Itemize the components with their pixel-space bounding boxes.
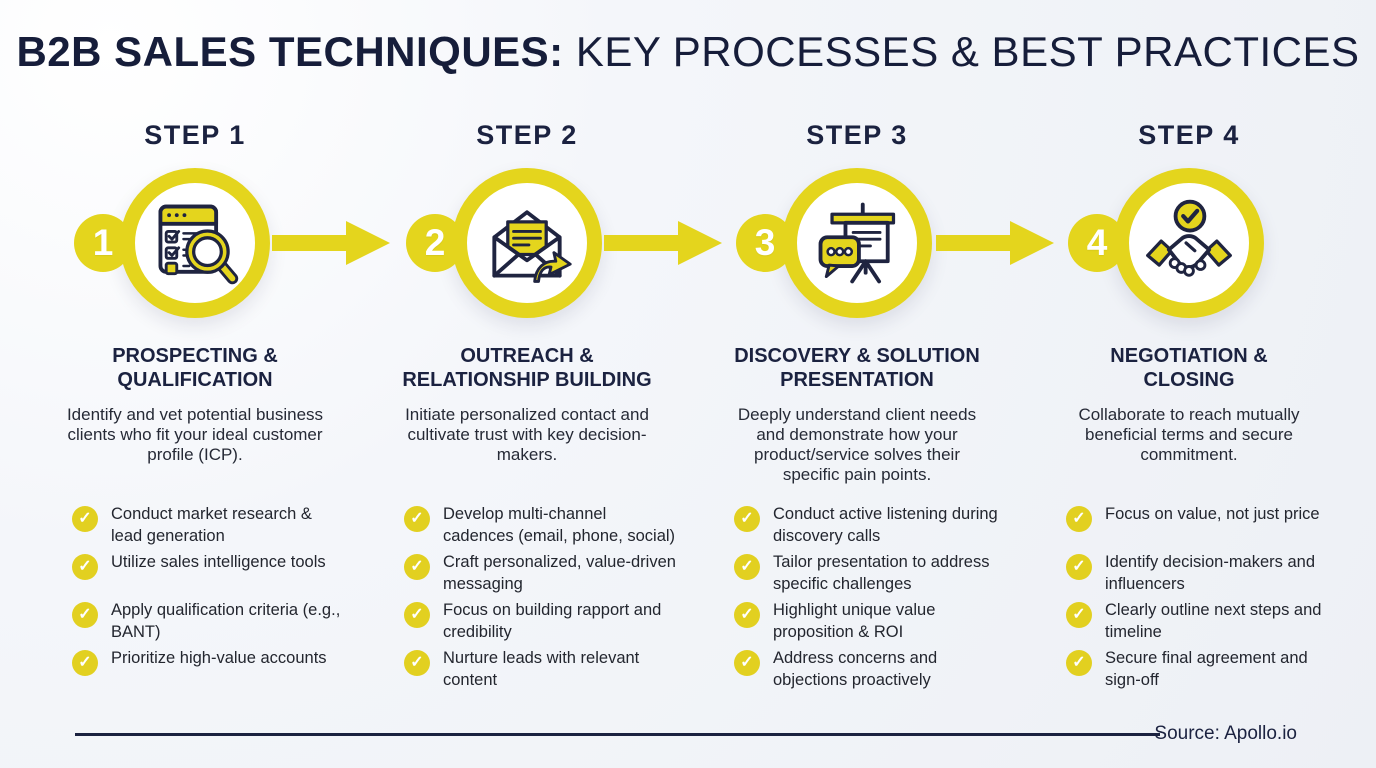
step-label: STEP 4	[1138, 120, 1240, 150]
list-item: ✓ Secure final agreement and sign-off	[1066, 647, 1342, 695]
step-number-badge: 4	[1068, 214, 1126, 272]
arrow-right-icon	[604, 221, 722, 265]
bullet-text: Focus on building rapport and credibilit…	[443, 601, 662, 641]
check-bullet-icon: ✓	[404, 650, 430, 676]
check-bullet-icon: ✓	[734, 554, 760, 580]
list-item: ✓ Nurture leads with relevant content	[404, 647, 680, 695]
step-description: Deeply understand client needs and demon…	[737, 405, 977, 484]
check-bullet-icon: ✓	[734, 506, 760, 532]
handshake-icon	[1141, 195, 1237, 291]
bullet-text: Apply qualification criteria (e.g., BANT…	[111, 601, 341, 641]
arrow-right-icon	[936, 221, 1054, 265]
bullet-list: ✓ Develop multi-channel cadences (email,…	[404, 503, 680, 695]
check-bullet-icon: ✓	[1066, 506, 1092, 532]
check-bullet-icon: ✓	[72, 506, 98, 532]
page-title-emphasis: B2B SALES TECHNIQUES:	[16, 28, 564, 75]
step-circle	[1114, 168, 1264, 318]
list-item: ✓ Focus on value, not just price	[1066, 503, 1342, 551]
step-title: DISCOVERY & SOLUTION PRESENTATION	[702, 344, 1012, 392]
check-bullet-icon: ✓	[404, 602, 430, 628]
bullet-text: Prioritize high-value accounts	[111, 649, 327, 667]
step-description: Collaborate to reach mutually beneficial…	[1078, 405, 1300, 464]
step-circle	[782, 168, 932, 318]
step-label: STEP 1	[144, 120, 246, 150]
step-title-line2: CLOSING	[1143, 369, 1235, 391]
list-item: ✓ Conduct active listening during discov…	[734, 503, 1010, 551]
check-bullet-icon: ✓	[1066, 554, 1092, 580]
footer-divider	[75, 733, 1160, 736]
step-title-line2: QUALIFICATION	[117, 369, 273, 391]
step-number-badge: 3	[736, 214, 794, 272]
step-title: PROSPECTING & QUALIFICATION	[40, 344, 350, 392]
bullet-text: Clearly outline next steps and timeline	[1105, 601, 1322, 641]
step-number-badge: 1	[74, 214, 132, 272]
list-item: ✓ Utilize sales intelligence tools	[72, 551, 348, 599]
bullet-text: Develop multi-channel cadences (email, p…	[443, 505, 676, 545]
check-bullet-icon: ✓	[404, 506, 430, 532]
page-title: B2B SALES TECHNIQUES: KEY PROCESSES & BE…	[0, 28, 1376, 76]
step-label: STEP 3	[806, 120, 908, 150]
step-title-line1: PROSPECTING &	[112, 345, 278, 367]
presentation-icon	[809, 195, 905, 291]
step-title-line2: PRESENTATION	[780, 369, 934, 391]
bullet-text: Focus on value, not just price	[1105, 505, 1320, 523]
check-bullet-icon: ✓	[734, 602, 760, 628]
source-credit: Source: Apollo.io	[1154, 723, 1297, 744]
arrow-right-icon	[272, 221, 390, 265]
list-item: ✓ Apply qualification criteria (e.g., BA…	[72, 599, 348, 647]
step-column-3: STEP 3 3 DISCOVERY & SOLUTION	[702, 0, 1012, 768]
bullet-text: Craft personalized, value-driven messagi…	[443, 553, 676, 593]
check-bullet-icon: ✓	[404, 554, 430, 580]
bullet-text: Secure final agreement and sign-off	[1105, 649, 1308, 689]
list-item: ✓ Highlight unique value proposition & R…	[734, 599, 1010, 647]
step-label: STEP 2	[476, 120, 578, 150]
list-item: ✓ Develop multi-channel cadences (email,…	[404, 503, 680, 551]
step-circle	[452, 168, 602, 318]
check-bullet-icon: ✓	[734, 650, 760, 676]
step-column-1: STEP 1 1	[40, 0, 350, 768]
step-title-line2: RELATIONSHIP BUILDING	[402, 369, 652, 391]
bullet-text: Utilize sales intelligence tools	[111, 553, 326, 571]
list-item: ✓ Identify decision-makers and influence…	[1066, 551, 1342, 599]
list-item: ✓ Prioritize high-value accounts	[72, 647, 348, 695]
list-item: ✓ Clearly outline next steps and timelin…	[1066, 599, 1342, 647]
step-description: Identify and vet potential business clie…	[66, 405, 324, 464]
list-item: ✓ Conduct market research & lead generat…	[72, 503, 348, 551]
bullet-text: Identify decision-makers and influencers	[1105, 553, 1316, 593]
step-title-line1: OUTREACH &	[460, 345, 594, 367]
page-title-rest: KEY PROCESSES & BEST PRACTICES	[563, 28, 1360, 75]
step-title: NEGOTIATION & CLOSING	[1034, 344, 1344, 392]
bullet-text: Conduct active listening during discover…	[773, 505, 998, 545]
check-bullet-icon: ✓	[1066, 650, 1092, 676]
bullet-list: ✓ Conduct active listening during discov…	[734, 503, 1010, 695]
bullet-text: Tailor presentation to address specific …	[773, 553, 990, 593]
list-item: ✓ Craft personalized, value-driven messa…	[404, 551, 680, 599]
check-bullet-icon: ✓	[72, 602, 98, 628]
step-circle	[120, 168, 270, 318]
step-column-2: STEP 2 2 OUTREACH & RELATIONSHIP BUILDIN…	[372, 0, 682, 768]
bullet-text: Highlight unique value proposition & ROI	[773, 601, 936, 641]
step-column-4: STEP 4 4 NEGOTIATION & CLOS	[1034, 0, 1344, 768]
bullet-text: Address concerns and objections proactiv…	[773, 649, 938, 689]
email-outreach-icon	[479, 195, 575, 291]
checklist-magnifier-icon	[147, 195, 243, 291]
bullet-text: Conduct market research & lead generatio…	[111, 505, 312, 545]
step-title: OUTREACH & RELATIONSHIP BUILDING	[372, 344, 682, 392]
step-description: Initiate personalized contact and cultiv…	[405, 405, 649, 464]
step-title-line1: NEGOTIATION &	[1110, 345, 1268, 367]
step-number-badge: 2	[406, 214, 464, 272]
step-title-line1: DISCOVERY & SOLUTION	[734, 345, 980, 367]
bullet-list: ✓ Focus on value, not just price ✓ Ident…	[1066, 503, 1342, 695]
check-bullet-icon: ✓	[1066, 602, 1092, 628]
check-bullet-icon: ✓	[72, 554, 98, 580]
list-item: ✓ Tailor presentation to address specifi…	[734, 551, 1010, 599]
list-item: ✓ Address concerns and objections proact…	[734, 647, 1010, 695]
bullet-text: Nurture leads with relevant content	[443, 649, 640, 689]
check-bullet-icon: ✓	[72, 650, 98, 676]
list-item: ✓ Focus on building rapport and credibil…	[404, 599, 680, 647]
bullet-list: ✓ Conduct market research & lead generat…	[72, 503, 348, 695]
